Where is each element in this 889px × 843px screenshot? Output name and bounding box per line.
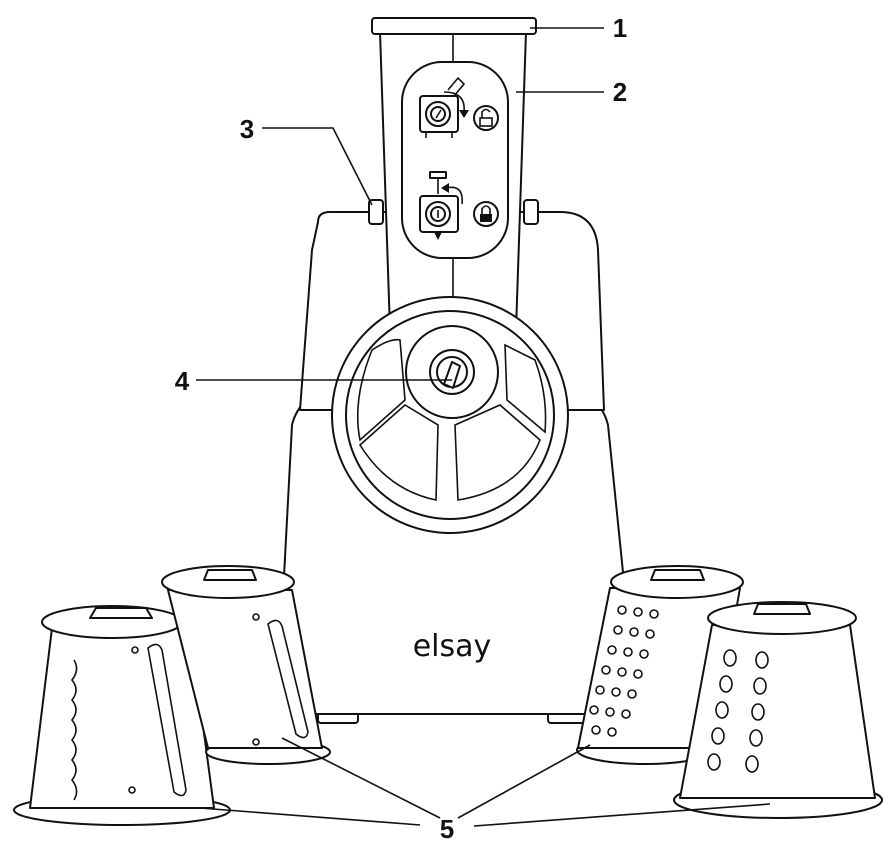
callout-label-2: 2: [613, 77, 627, 107]
drive-shaft: [443, 361, 461, 389]
brand-logo: elsay: [413, 629, 492, 664]
grating-drum-coarse: [673, 601, 883, 819]
callout-lines: [196, 27, 771, 827]
callout-label-4: 4: [175, 366, 190, 396]
drum-outlet: [331, 296, 569, 534]
unlock-pictogram: [419, 76, 499, 138]
lock-latch-left: [368, 199, 384, 225]
slicing-drum-straight: [161, 565, 331, 765]
pusher-cap: [371, 17, 537, 35]
slicing-drum-wavy: [13, 605, 231, 826]
callout-label-3: 3: [240, 114, 254, 144]
callout-label-1: 1: [613, 13, 627, 43]
callout-label-5: 5: [440, 814, 454, 843]
lock-latch-right: [523, 199, 539, 225]
lock-pictogram: [419, 171, 499, 240]
feed-chute: [368, 17, 539, 331]
